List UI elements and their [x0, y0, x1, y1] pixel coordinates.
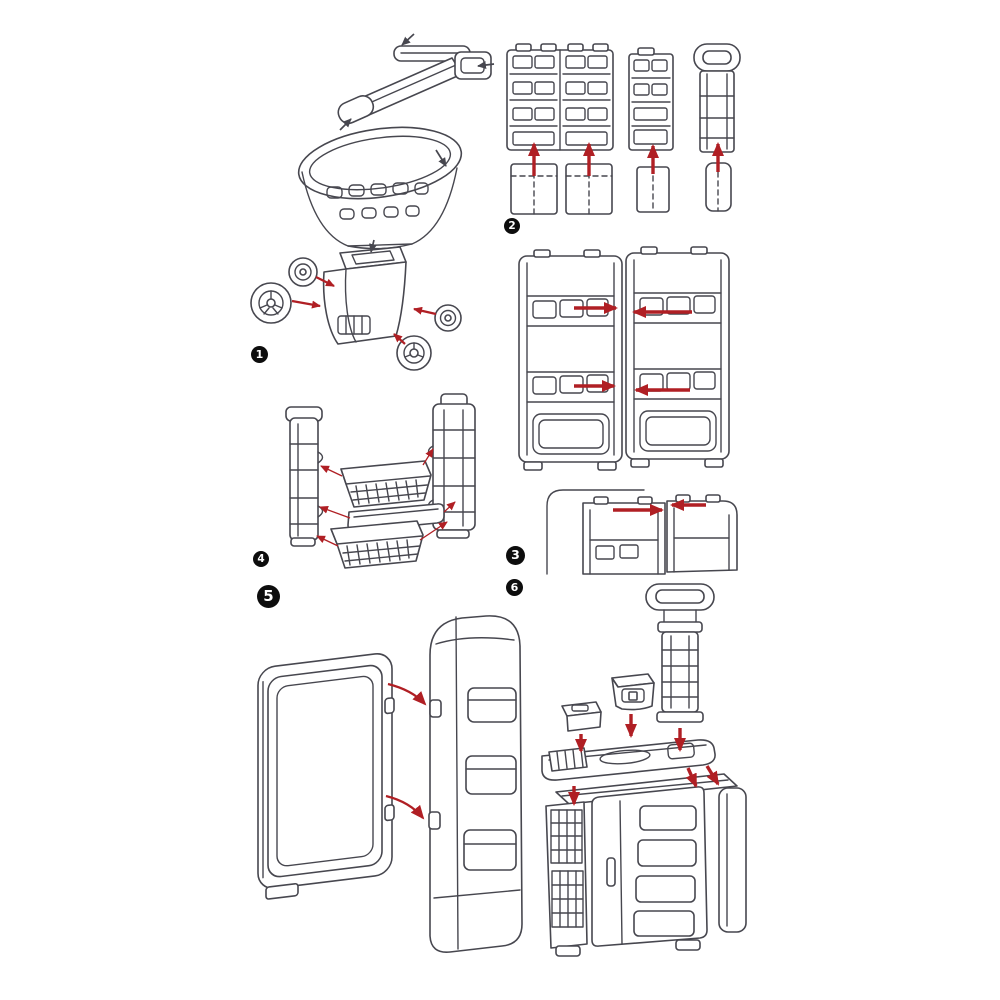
panel-single [628, 47, 674, 151]
step-4-badge: 4 [253, 551, 269, 567]
step-1-badge: 1 [251, 346, 268, 363]
cabinet-body [545, 773, 747, 957]
wire-basket-lower [330, 520, 424, 569]
step-2-badge: 2 [504, 218, 520, 234]
assembly-guides-step4 [316, 448, 456, 547]
wire-basket-upper [340, 460, 432, 508]
basket [297, 126, 463, 250]
basket-holes [326, 182, 429, 220]
left-panel [518, 249, 623, 471]
assembly-arrows-step2 [528, 142, 724, 176]
step-3-badge: 3 [506, 546, 525, 565]
assembly-arrows-step1 [291, 276, 437, 345]
cabinet-side [428, 615, 523, 953]
step-6-badge: 6 [506, 579, 523, 596]
assembly-arrows-step3 [574, 302, 692, 396]
wheels [250, 257, 462, 371]
bracket-part [561, 701, 602, 732]
step2-panel-sleeves [506, 43, 741, 215]
right-panel [625, 246, 730, 468]
panel-pair [506, 43, 614, 151]
step6-final-assembly [541, 583, 747, 957]
assembly-arrows-step3-detail [613, 499, 706, 516]
step5-door-attachment [257, 615, 523, 953]
step1-cart-base-assembly [250, 33, 495, 371]
door [257, 653, 395, 900]
assembly-arrows-step5 [385, 682, 427, 820]
detail-inset [546, 489, 738, 575]
step3-join-panels [518, 246, 738, 575]
cup-part [611, 673, 655, 711]
handle-bar [337, 33, 495, 131]
telescopic-handle [645, 583, 715, 723]
panel-handle [693, 43, 741, 153]
left-frame [285, 406, 324, 547]
step-5-badge: 5 [257, 585, 280, 608]
top-tray [541, 739, 716, 781]
assembly-arrows-step6 [568, 714, 720, 806]
chassis [322, 239, 407, 345]
fabric-sleeves [510, 162, 732, 215]
step4-frames-and-baskets [285, 393, 476, 569]
